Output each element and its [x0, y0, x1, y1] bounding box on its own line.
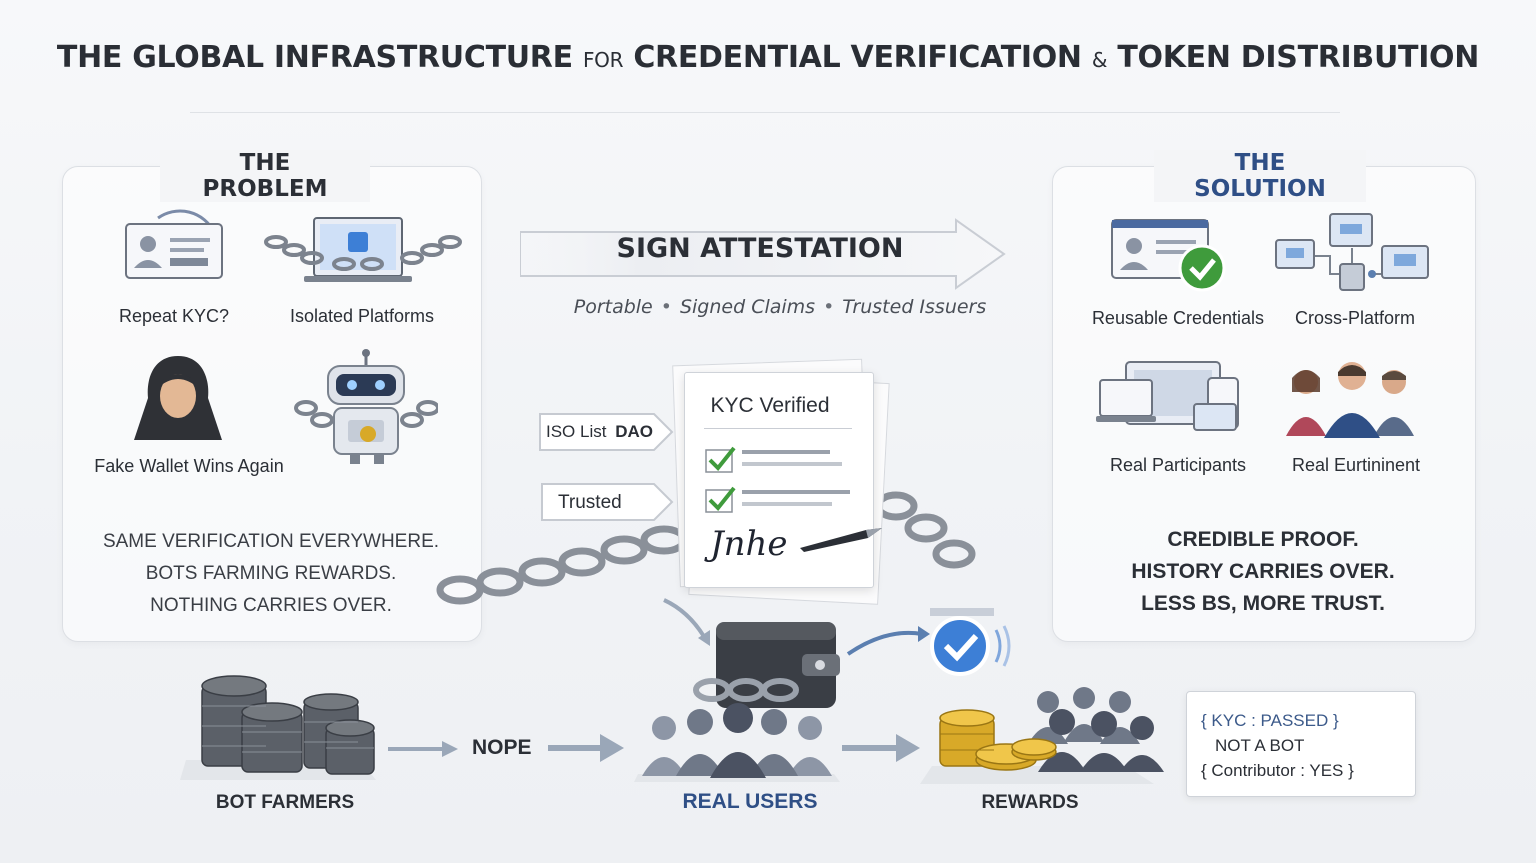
hooded-hacker-icon	[134, 356, 222, 440]
real-users-label: REAL USERS	[682, 790, 818, 813]
problem-item-label: Repeat KYC?	[118, 306, 230, 326]
tag-value: DAO	[615, 422, 653, 441]
status-box: { KYC : PASSED } NOT A BOT { Contributor…	[1186, 691, 1416, 797]
attestation-features: Portable • Signed Claims • Trusted Issuers	[560, 296, 1000, 318]
problem-summary-line: Bots farming rewards.	[145, 563, 397, 584]
arrow-curve-icon	[846, 626, 930, 656]
problem-summary-line: Same verification everywhere.	[102, 531, 440, 552]
bot-farmers-label: BOT FARMERS	[215, 792, 355, 813]
iso-list-tag-shape	[539, 413, 674, 451]
arrow-right-icon	[842, 734, 920, 762]
problem-item-label: Fake Wallet Wins Again	[94, 456, 284, 476]
devices-icon	[1096, 361, 1239, 431]
attestation-banner-label: SIGN ATTESTATION	[616, 233, 904, 264]
iso-list-tag: ISO List DAO	[546, 422, 653, 442]
arrow-right-icon	[388, 741, 458, 757]
page-title: THE GLOBAL INFRASTRUCTURE FOR CREDENTIAL…	[56, 40, 1480, 75]
id-card-refresh-icon	[125, 209, 223, 279]
title-divider	[190, 112, 1340, 113]
problem-heading: THE PROBLEM	[160, 150, 370, 202]
document-divider	[704, 428, 852, 429]
nope-label: NOPE	[472, 736, 532, 759]
pen-icon	[800, 528, 882, 552]
solution-item-label: Real Eurtininent	[1291, 455, 1421, 475]
real-users-group-icon	[634, 703, 840, 782]
rewards-coins-group-icon	[920, 687, 1164, 784]
status-contributor: { Contributor : YES }	[1201, 761, 1354, 780]
chained-laptop-icon	[264, 217, 462, 282]
trusted-tag: Trusted	[558, 492, 622, 513]
solution-summary-line: History carries over.	[1131, 560, 1395, 583]
feature-portable: Portable	[573, 296, 653, 318]
checklist-icon	[705, 446, 850, 513]
status-kyc: { KYC : PASSED }	[1201, 711, 1339, 730]
document-title: KYC Verified	[710, 394, 830, 417]
problem-item-label: Isolated Platforms	[289, 306, 435, 326]
signature: Jnhe	[710, 524, 788, 564]
problem-summary-line: Nothing carries over.	[150, 595, 392, 616]
coin-stacks-icon	[180, 675, 376, 780]
tag-prefix: ISO List	[546, 422, 607, 441]
chained-robot-icon	[294, 349, 438, 464]
solution-heading: THE SOLUTION	[1154, 150, 1366, 202]
solution-item-label: Reusable Credentials	[1091, 308, 1265, 328]
verified-check-badge-icon	[930, 608, 1011, 676]
arrow-right-icon	[548, 734, 624, 762]
attestation-arrow-banner	[520, 218, 1006, 290]
feature-trusted-issuers: Trusted Issuers	[842, 296, 987, 318]
solution-item-label: Real Participants	[1109, 455, 1247, 475]
solution-summary-line: Credible proof.	[1167, 528, 1359, 551]
solution-summary-line: Less BS, more trust.	[1141, 592, 1385, 615]
chained-wallet-icon	[693, 622, 840, 708]
bullet-separator: •	[823, 296, 835, 318]
feature-signed-claims: Signed Claims	[679, 296, 816, 318]
id-card-check-icon	[1111, 219, 1226, 292]
trusted-tag-shape	[541, 483, 674, 521]
solution-item-label: Cross-Platform	[1294, 308, 1415, 328]
problem-summary: Same verification everywhere. Bots farmi…	[66, 526, 476, 622]
kyc-verified-document	[684, 372, 874, 588]
arrow-curve-icon	[663, 598, 710, 646]
chain-icon	[436, 491, 976, 605]
status-not-bot: NOT A BOT	[1215, 736, 1305, 755]
rewards-label: REWARDS	[981, 792, 1079, 813]
bullet-separator: •	[660, 296, 672, 318]
connected-screens-icon	[1275, 213, 1429, 291]
solution-summary: Credible proof. History carries over. Le…	[1056, 524, 1470, 620]
people-group-icon	[1286, 362, 1414, 438]
